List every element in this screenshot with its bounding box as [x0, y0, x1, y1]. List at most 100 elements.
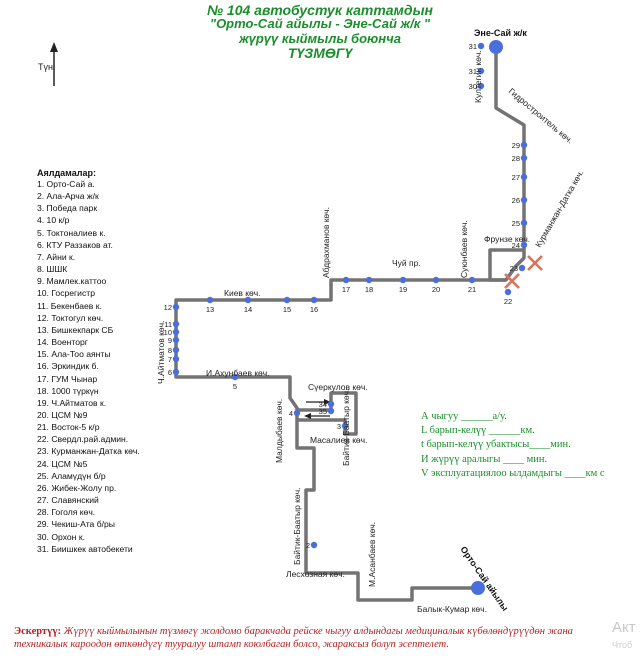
legend-stop-item: 22. Свердл.рай.админ.: [37, 434, 129, 445]
stop-label-27: 27: [512, 173, 520, 182]
stop-marker-31[interactable]: [477, 42, 485, 50]
legend-stop-item: 15. Ала-Тоо аянты: [37, 349, 111, 360]
stop-marker-16[interactable]: [310, 296, 318, 304]
cross-mark-23: [527, 255, 543, 271]
terminal-south[interactable]: [471, 581, 485, 595]
stop-marker-26[interactable]: [520, 196, 528, 204]
route-line: [488, 48, 526, 282]
stop-marker-35[interactable]: [327, 407, 335, 415]
stop-marker-11[interactable]: [172, 320, 180, 328]
legend-stop-item: 2. Ала-Арча ж/к: [37, 191, 99, 202]
stop-marker-15[interactable]: [283, 296, 291, 304]
direction-arrows: [304, 399, 331, 419]
param-line: L барып-келүү ______км.: [421, 425, 535, 437]
street-kurmanjan: Курманжан-Датка көч.: [533, 168, 585, 249]
street-gidrostroitel: Гидростроитель көч.: [507, 86, 575, 146]
stop-label-18: 18: [365, 285, 373, 294]
stop-label-24: 24: [512, 241, 520, 250]
stop-label-31: 31: [469, 67, 477, 76]
stop-marker-8[interactable]: [172, 346, 180, 354]
stop-marker-12[interactable]: [172, 303, 180, 311]
param-line: t барып-келүү убактысы____мин.: [421, 439, 571, 451]
street-maldybaev: Малдыбаев көч.: [274, 399, 284, 463]
terminal-north[interactable]: [489, 40, 503, 54]
street-balyk: Балык-Кумар көч.: [417, 604, 487, 614]
legend-stop-item: 6. КТУ Раззаков ат.: [37, 239, 113, 250]
stop-legend: Аялдамалар: 1. Орто-Сай а.2. Ала-Арча ж/…: [37, 168, 177, 555]
stop-marker-20[interactable]: [432, 276, 440, 284]
footnote: Эскертүү: Жүрүү кыймылынын түзмөгү жолдо…: [14, 625, 614, 651]
legend-stop-item: 19. Ч.Айтматов к.: [37, 397, 107, 408]
stop-label-3: 3: [337, 422, 341, 431]
stop-marker-29[interactable]: [520, 141, 528, 149]
legend-stop-item: 4. 10 к/р: [37, 215, 70, 226]
street-akhunbaev: И.Ахунбаев көч.: [206, 368, 270, 378]
terminal-south-label: Орто-Сай айылы: [458, 544, 510, 613]
legend-stop-item: 27. Славянский: [37, 495, 99, 506]
watermark-text: Акт: [612, 619, 636, 636]
note-text: Жүрүү кыймылынын түзмөгү жолдомо баракча…: [14, 626, 573, 650]
stop-marker-27[interactable]: [520, 173, 528, 181]
stop-marker-2[interactable]: [310, 541, 318, 549]
stop-marker-30[interactable]: [477, 82, 485, 90]
stop-label-15: 15: [283, 305, 291, 314]
legend-stop-item: 7. Айни к.: [37, 251, 76, 262]
stop-marker-14[interactable]: [244, 296, 252, 304]
stop-marker-10[interactable]: [172, 328, 180, 336]
stop-marker-18[interactable]: [365, 276, 373, 284]
stop-marker-19[interactable]: [399, 276, 407, 284]
stop-label-4: 4: [289, 409, 293, 418]
legend-stop-item: 3. Победа парк: [37, 203, 98, 214]
stop-marker-23[interactable]: [518, 264, 526, 272]
legend-stop-item: 20. ЦСМ №9: [37, 409, 88, 420]
legend-stop-item: 24. ЦСМ №5: [37, 458, 88, 469]
param-line: V эксплуатациялоо ылдамдыгы ____км с: [421, 467, 605, 479]
stop-label-17: 17: [342, 285, 350, 294]
stops-layer: 3131302928272625242322212019181716151413…: [164, 42, 528, 550]
stop-marker-22[interactable]: [504, 288, 512, 296]
stop-label-19: 19: [399, 285, 407, 294]
stop-label-11: 11: [164, 320, 172, 329]
stop-label-29: 29: [512, 141, 520, 150]
north-label: Түн.: [38, 62, 56, 72]
stop-marker-3[interactable]: [341, 422, 349, 430]
param-line: И жүрүү аралыгы ____ мин.: [421, 453, 548, 465]
stop-marker-28[interactable]: [520, 154, 528, 162]
stop-label-12: 12: [164, 303, 172, 312]
stop-marker-17[interactable]: [342, 276, 350, 284]
stop-marker-7[interactable]: [172, 355, 180, 363]
stop-marker-24[interactable]: [520, 241, 528, 249]
legend-stop-item: 9. Мамлек.каттоо: [37, 276, 107, 287]
legend-stop-item: 18. 1000 түркүн: [37, 385, 99, 396]
stop-marker-5[interactable]: [231, 373, 239, 381]
stop-label-34: 34: [319, 400, 327, 409]
stop-marker-4[interactable]: [293, 409, 301, 417]
stop-label-25: 25: [512, 219, 520, 228]
stop-label-28: 28: [512, 154, 520, 163]
street-abdrakhmanov: Абдрахманов көч.: [321, 207, 331, 278]
stop-marker-6[interactable]: [172, 368, 180, 376]
route-params: А чыгуу ______а/у. L барып-келүү ______к…: [421, 410, 605, 481]
stop-marker-9[interactable]: [172, 336, 180, 344]
stop-marker-31[interactable]: [477, 67, 485, 75]
terminal-north-label: Эне-Сай ж/к: [474, 28, 527, 38]
stop-label-13: 13: [206, 305, 214, 314]
stop-label-10: 10: [164, 328, 172, 337]
stop-label-7: 7: [168, 355, 172, 364]
legend-stop-item: 8. ШШК: [37, 264, 68, 275]
map-title-line4: ТҮЗМӨГҮ: [287, 45, 353, 61]
stop-marker-34[interactable]: [327, 400, 335, 408]
stop-label-22: 22: [504, 297, 512, 306]
route-line-main: [174, 278, 506, 602]
legend-stop-item: 26. Жибек-Жолу пр.: [37, 482, 117, 493]
stop-marker-25[interactable]: [520, 219, 528, 227]
stop-label-31: 31: [469, 42, 477, 51]
stop-marker-21[interactable]: [468, 276, 476, 284]
map-title-line3: жүрүү кыймылы боюнча: [239, 31, 401, 46]
stop-marker-13[interactable]: [206, 296, 214, 304]
stop-label-16: 16: [310, 305, 318, 314]
street-kultegin: Култегин көч.: [473, 50, 483, 103]
stop-label-21: 21: [468, 285, 476, 294]
legend-stop-item: 28. Гоголя көч.: [37, 507, 96, 518]
